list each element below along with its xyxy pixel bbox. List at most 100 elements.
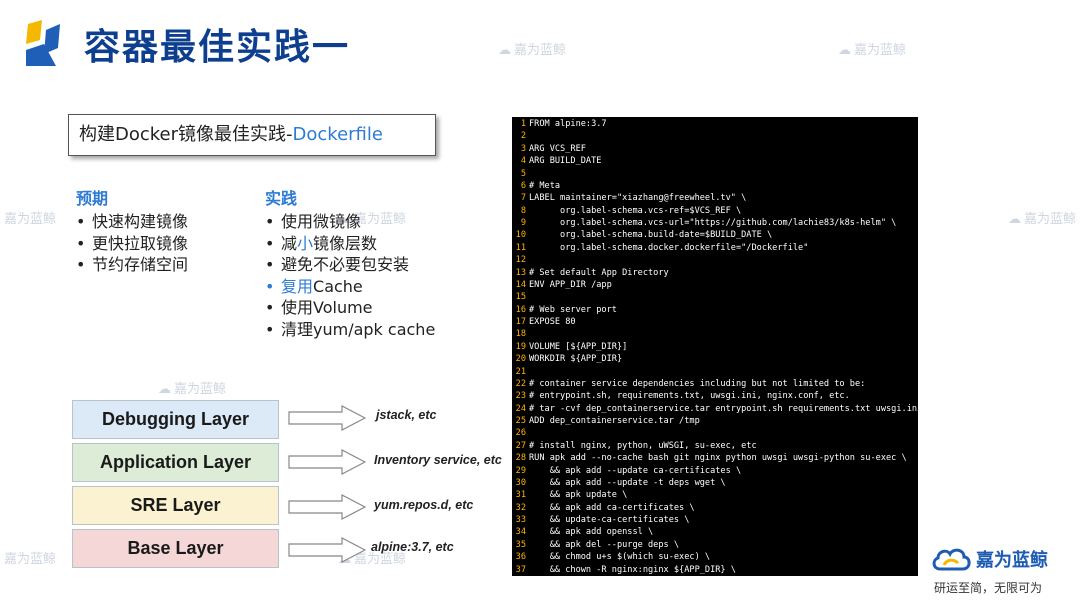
line-number: 26 bbox=[515, 428, 526, 439]
layer-note-debugging: jstack, etc bbox=[376, 408, 437, 422]
code-line: 32 && apk add ca-certificates \ bbox=[512, 502, 918, 514]
brand-slogan: 研运至简，无限可为 bbox=[934, 581, 1043, 595]
list-item: •避免不必要包安装 bbox=[265, 255, 410, 275]
code-line: 8 org.label-schema.vcs-ref=$VCS_REF \ bbox=[512, 205, 918, 217]
cloud-icon: ☁ bbox=[158, 382, 171, 397]
line-number: 23 bbox=[515, 391, 526, 402]
code-line: 34 && apk add openssl \ bbox=[512, 526, 918, 538]
code-line: 23# entrypoint.sh, requirements.txt, uws… bbox=[512, 390, 918, 402]
line-number: 19 bbox=[515, 341, 526, 352]
layer-note-application: Inventory service, etc bbox=[374, 453, 502, 467]
code-text: ADD dep_containerservice.tar /tmp bbox=[529, 416, 700, 426]
code-text: && update-ca-certificates \ bbox=[529, 515, 690, 525]
line-number: 5 bbox=[520, 168, 526, 179]
code-text: && chown -R nginx:nginx ${APP_DIR} \ bbox=[529, 564, 736, 575]
code-text: org.label-schema.vcs-ref=$VCS_REF \ bbox=[529, 205, 742, 216]
code-line: 21 bbox=[512, 366, 918, 378]
code-line: 27# install nginx, python, uWSGI, su-exe… bbox=[512, 440, 918, 452]
code-text: && apk update \ bbox=[529, 490, 628, 501]
code-line: 24# tar -cvf dep_containerservice.tar en… bbox=[512, 403, 918, 415]
code-text: # tar -cvf dep_containerservice.tar entr… bbox=[529, 403, 918, 414]
line-number: 31 bbox=[515, 490, 526, 501]
code-text: ARG VCS_REF bbox=[529, 143, 586, 154]
watermark: ☁嘉为蓝鲸 bbox=[0, 208, 56, 227]
list-item: •使用微镜像 bbox=[265, 212, 362, 231]
code-text: # Web server port bbox=[529, 304, 617, 315]
code-line: 37 && chown -R nginx:nginx ${APP_DIR} \ bbox=[512, 564, 918, 576]
practices-list: •使用微镜像 •减小镜像层数 •避免不必要包安装 •复用Cache •使用Vol… bbox=[265, 211, 435, 341]
layer-note-sre: yum.repos.d, etc bbox=[374, 498, 474, 512]
slide-title: 容器最佳实践一 bbox=[84, 27, 351, 68]
code-line: 33 && update-ca-certificates \ bbox=[512, 514, 918, 526]
code-text: org.label-schema.docker.dockerfile="/Doc… bbox=[529, 242, 809, 253]
cloud-icon: ☁ bbox=[838, 43, 851, 58]
line-number: 17 bbox=[515, 317, 526, 327]
line-number: 32 bbox=[515, 502, 526, 513]
code-text: LABEL maintainer="xiazhang@freewheel.tv"… bbox=[529, 193, 747, 204]
watermark: ☁嘉为蓝鲸 bbox=[158, 382, 227, 397]
code-line: 10 org.label-schema.build-date=$BUILD_DA… bbox=[512, 229, 918, 241]
code-text: && apk add --update -t deps wget \ bbox=[529, 477, 726, 488]
code-line: 9 org.label-schema.vcs-url="https://gith… bbox=[512, 217, 918, 229]
line-number: 1 bbox=[520, 119, 526, 129]
line-number: 15 bbox=[515, 292, 526, 303]
line-number: 13 bbox=[515, 267, 526, 278]
cloud-icon: ☁ bbox=[338, 212, 351, 227]
line-number: 34 bbox=[515, 527, 526, 538]
brand-logo-mark-icon bbox=[26, 20, 60, 66]
watermark: ☁嘉为蓝鲸 bbox=[0, 548, 56, 567]
line-number: 12 bbox=[515, 255, 526, 266]
code-text: ARG BUILD_DATE bbox=[529, 156, 602, 167]
list-item: •使用Volume bbox=[265, 298, 373, 318]
practices-title: 实践 bbox=[265, 189, 298, 208]
code-line: 11 org.label-schema.docker.dockerfile="/… bbox=[512, 242, 918, 254]
code-line: 16# Web server port bbox=[512, 304, 918, 316]
list-item: •减小镜像层数 bbox=[265, 233, 378, 253]
watermark: ☁嘉为蓝鲸 bbox=[498, 43, 567, 58]
code-line: 2 bbox=[512, 130, 918, 142]
code-line: 5 bbox=[512, 168, 918, 180]
code-text: ENV APP_DIR /app bbox=[529, 279, 612, 290]
line-number: 14 bbox=[515, 279, 526, 290]
code-line: 36 && chmod u+s $(which su-exec) \ bbox=[512, 551, 918, 563]
line-number: 36 bbox=[515, 552, 526, 563]
code-line: 12 bbox=[512, 254, 918, 266]
arrow-right-icon bbox=[288, 405, 366, 431]
layer-debugging: Debugging Layer bbox=[72, 400, 279, 439]
expectations-list: •快速构建镜像 •更快拉取镜像 •节约存储空间 bbox=[76, 211, 188, 276]
code-text: org.label-schema.build-date=$BUILD_DATE … bbox=[529, 230, 773, 241]
brand-footer: 嘉为蓝鲸 研运至简，无限可为 bbox=[930, 545, 1048, 596]
watermark: ☁嘉为蓝鲸 bbox=[1008, 212, 1077, 227]
cloud-icon: ☁ bbox=[0, 552, 1, 567]
heading-prefix: 构建Docker镜像最佳实践- bbox=[79, 124, 293, 145]
list-item: •节约存储空间 bbox=[76, 255, 189, 275]
code-text: && apk add openssl \ bbox=[529, 527, 654, 538]
watermark: ☁嘉为蓝鲸 bbox=[838, 43, 907, 58]
code-line: 30 && apk add --update -t deps wget \ bbox=[512, 477, 918, 489]
code-text: # Meta bbox=[529, 180, 561, 191]
line-number: 9 bbox=[520, 218, 526, 228]
brand-name: 嘉为蓝鲸 bbox=[976, 550, 1048, 571]
line-number: 25 bbox=[515, 416, 526, 426]
cloud-icon: ☁ bbox=[1008, 212, 1021, 227]
expectations-column: 预期 •快速构建镜像 •更快拉取镜像 •节约存储空间 bbox=[76, 188, 188, 276]
list-item: •复用Cache bbox=[265, 276, 363, 296]
code-line: 35 && apk del --purge deps \ bbox=[512, 539, 918, 551]
line-number: 11 bbox=[515, 242, 526, 253]
line-number: 22 bbox=[515, 378, 526, 389]
code-text: # install nginx, python, uWSGI, su-exec,… bbox=[529, 440, 757, 451]
line-number: 4 bbox=[520, 156, 526, 167]
code-text: FROM alpine:3.7 bbox=[529, 119, 607, 129]
code-text: EXPOSE 80 bbox=[529, 317, 576, 327]
code-line: 18 bbox=[512, 328, 918, 340]
code-line: 26 bbox=[512, 427, 918, 439]
